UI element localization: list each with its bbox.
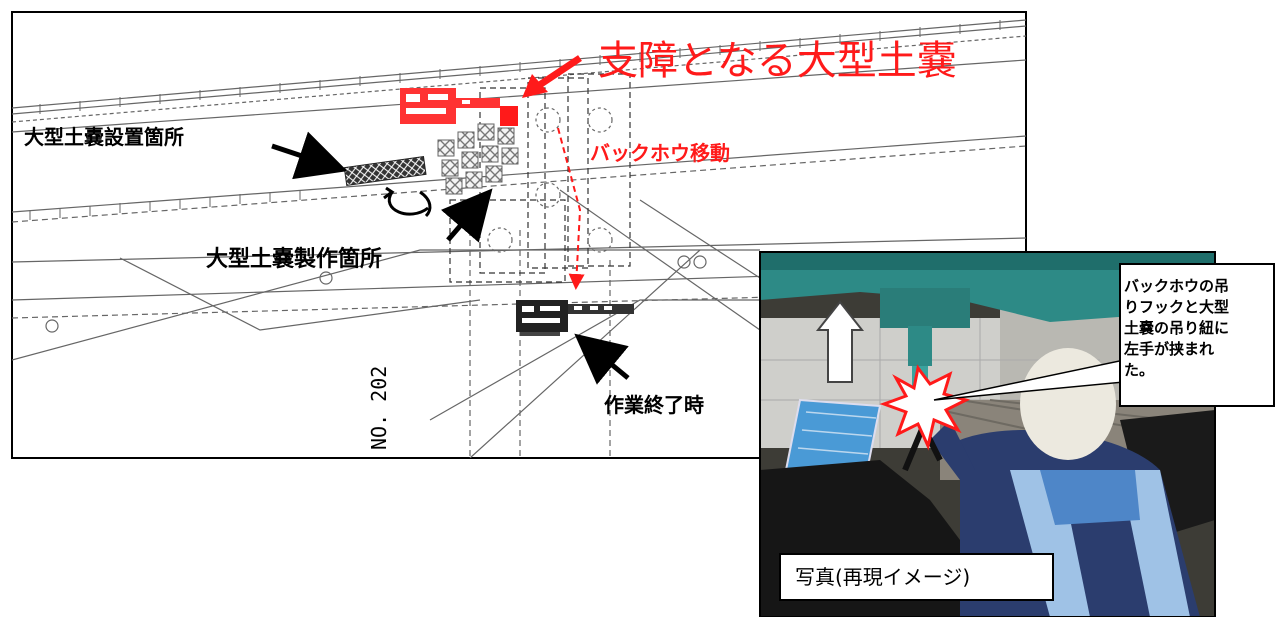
end-pointer-arrow-icon bbox=[574, 333, 630, 385]
dashed-circle bbox=[535, 182, 561, 208]
road-edge-line bbox=[12, 25, 1026, 115]
rotation-arrow-icon bbox=[383, 186, 432, 218]
lifting-hook bbox=[908, 326, 932, 366]
install-pointer-arrow-icon bbox=[271, 131, 348, 180]
obstacle-bag-icon bbox=[500, 108, 518, 126]
work-area-box bbox=[479, 87, 546, 274]
callout-box bbox=[1119, 263, 1275, 407]
grid-line bbox=[469, 230, 611, 458]
road-edge-line bbox=[12, 59, 1026, 133]
dashed-circle bbox=[535, 107, 561, 133]
red-pointer-arrow-icon bbox=[522, 55, 582, 98]
road-edge-line bbox=[12, 135, 1026, 213]
construction-line bbox=[119, 257, 481, 331]
survey-circle bbox=[45, 319, 59, 333]
up-arrow-icon bbox=[815, 300, 865, 383]
construction-line bbox=[559, 189, 761, 331]
construction-line bbox=[429, 299, 760, 421]
pinch-burst-icon bbox=[879, 364, 971, 451]
photo-frame bbox=[759, 251, 1216, 617]
photo-caption: 写真(再現イメージ) bbox=[779, 553, 1054, 601]
dashed-circle bbox=[587, 107, 613, 133]
backhoe-end-icon bbox=[516, 300, 634, 336]
obstacle-bag-label: 支障となる大型土嚢 bbox=[598, 38, 957, 84]
work-area-box bbox=[567, 73, 631, 267]
plan-drawing: 支障となる大型土嚢 大型土嚢設置箇所 バックホウ移動 大型土嚢製作箇所 作業終了… bbox=[11, 11, 1027, 459]
station-number-label: NO. 202 bbox=[367, 366, 391, 450]
road-ticks bbox=[39, 20, 1001, 114]
backhoe-move-path bbox=[557, 127, 585, 290]
survey-circle bbox=[693, 255, 707, 269]
road-ticks bbox=[29, 190, 301, 220]
make-pointer-arrow-icon bbox=[440, 188, 493, 243]
make-location-label: 大型土嚢製作箇所 bbox=[206, 246, 382, 272]
survey-circle bbox=[319, 271, 333, 285]
survey-circle bbox=[677, 255, 691, 269]
backhoe-move-label: バックホウ移動 bbox=[590, 141, 730, 165]
dashed-circle bbox=[587, 227, 613, 253]
install-location-label: 大型土嚢設置箇所 bbox=[24, 125, 184, 149]
road-edge-line bbox=[12, 35, 1026, 123]
callout-text: バックホウの吊 りフックと大型 土嚢の吊り紐に 左手が挟まれ た。 bbox=[1124, 277, 1230, 379]
road-edge-line bbox=[12, 19, 1026, 109]
end-of-work-label: 作業終了時 bbox=[604, 393, 704, 417]
work-area-box bbox=[527, 77, 589, 269]
